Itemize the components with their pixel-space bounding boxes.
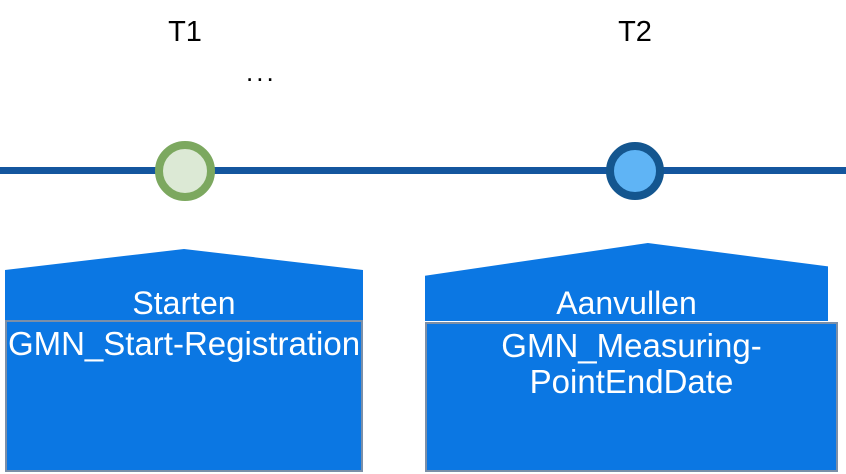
- process-ellipsis-icon: ...: [246, 57, 277, 87]
- process-message-label-start: GMN_Start-Registration: [7, 325, 361, 362]
- process-action-label-supplement: Aanvullen: [556, 285, 697, 321]
- timeline-marker-t1[interactable]: [155, 141, 215, 201]
- timeline-axis-line: [0, 167, 846, 174]
- process-message-box-supplement[interactable]: GMN_Measuring-PointEndDate: [425, 322, 838, 472]
- process-message-label-supplement: GMN_Measuring-PointEndDate: [501, 327, 762, 400]
- process-head-shape-supplement[interactable]: Aanvullen: [425, 243, 828, 321]
- process-action-label-start: Starten: [132, 285, 236, 321]
- timeline-marker-t2[interactable]: [606, 142, 664, 200]
- process-message-box-start[interactable]: GMN_Start-Registration: [5, 320, 363, 472]
- timeline-tick-label-t2: T2: [618, 16, 652, 48]
- process-head-shape-start[interactable]: Starten: [5, 249, 363, 320]
- timeline-tick-label-t1: T1: [168, 16, 202, 48]
